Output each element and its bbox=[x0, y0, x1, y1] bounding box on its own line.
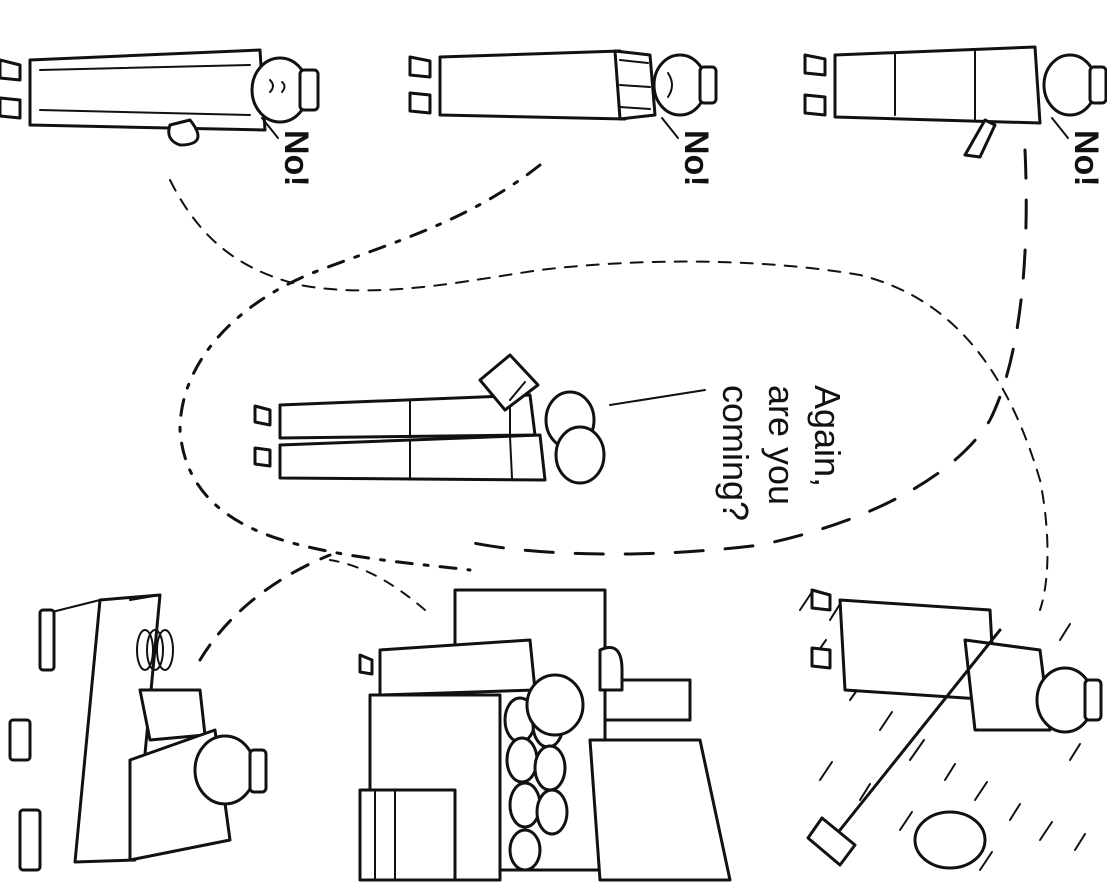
invitation-letter bbox=[478, 353, 540, 412]
path-dash-dot-1 bbox=[178, 163, 542, 572]
baker-scene bbox=[358, 588, 732, 882]
path-to-baker bbox=[329, 559, 426, 611]
question-text: Again, are you coming? bbox=[715, 385, 848, 521]
refusal-labels: No! No! No! bbox=[261, 117, 1105, 187]
farmer-scene bbox=[799, 588, 1103, 871]
rake-head bbox=[806, 816, 857, 867]
path-short-dash bbox=[169, 179, 1049, 611]
refusing-figure-2 bbox=[408, 49, 718, 121]
path-to-merchant bbox=[198, 553, 332, 662]
question-leader bbox=[609, 389, 706, 406]
merchant-scene bbox=[8, 593, 268, 872]
refusing-figure-3 bbox=[803, 45, 1107, 159]
servants-group bbox=[253, 353, 606, 485]
refusal-label-2: No! bbox=[677, 130, 715, 187]
invitation-paths bbox=[169, 148, 1049, 662]
refusing-figure-1 bbox=[0, 48, 320, 147]
question-line-3: coming? bbox=[715, 385, 756, 521]
question-line-1: Again, bbox=[807, 385, 848, 487]
sack bbox=[913, 810, 987, 870]
path-long-dash bbox=[458, 148, 1028, 556]
refusal-label-3: No! bbox=[1067, 130, 1105, 187]
rake-handle bbox=[838, 628, 1002, 832]
refusal-label-1: No! bbox=[277, 130, 315, 187]
question-line-2: are you bbox=[761, 385, 802, 505]
door bbox=[598, 646, 624, 692]
awning bbox=[588, 738, 732, 882]
